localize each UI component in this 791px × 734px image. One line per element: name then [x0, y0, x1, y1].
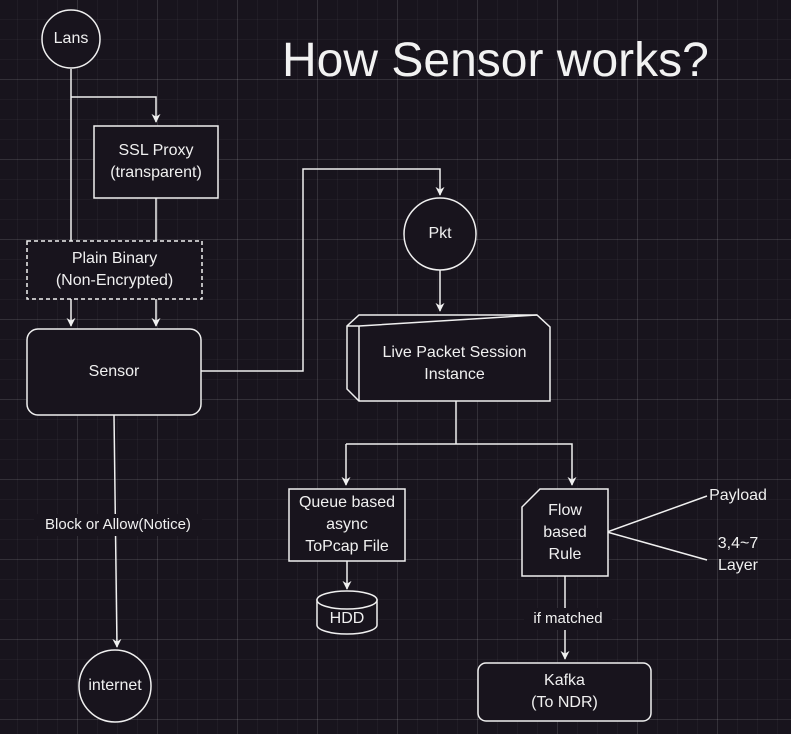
live-session-label: Live Packet Session Instance [382, 344, 527, 383]
plain-binary-label: Plain Binary (Non-Encrypted) [29, 243, 200, 297]
ssl-proxy-node [93, 125, 219, 199]
pkt-node [403, 197, 477, 271]
edge-sensor-to-pkt [201, 168, 445, 372]
flow-rule-callout-lines [604, 495, 708, 561]
ssl-proxy-label: SSL Proxy (transparent) [110, 142, 202, 181]
edge-lans-to-ssl-proxy [71, 96, 161, 123]
if-matched-edge-label: if matched [524, 608, 612, 630]
sensor-node [26, 328, 202, 416]
flow-rule-node [521, 488, 609, 577]
hdd-node [316, 590, 378, 635]
queue-label: Queue based async ToPcap File [298, 494, 396, 555]
live-session-node [346, 314, 551, 402]
flow-rule-label: Flow based Rule [543, 502, 587, 563]
diagram-title: How Sensor works? [282, 34, 709, 87]
lans-label: Lans [53, 30, 89, 47]
kafka-label: Kafka (To NDR) [531, 672, 598, 711]
kafka-node [477, 662, 652, 722]
edge-to-flow-rule [346, 443, 577, 486]
payload-label: Payload [709, 487, 767, 504]
internet-label: internet [88, 677, 142, 694]
block-allow-edge-label: Block or Allow(Notice) [34, 514, 202, 536]
hdd-label: HDD [329, 610, 365, 627]
layer-label: 3,4~7 Layer [717, 535, 759, 574]
sensor-label: Sensor [88, 363, 140, 380]
internet-node [78, 649, 152, 723]
pkt-label: Pkt [428, 225, 452, 242]
queue-node [288, 488, 406, 562]
lans-node [41, 9, 101, 69]
